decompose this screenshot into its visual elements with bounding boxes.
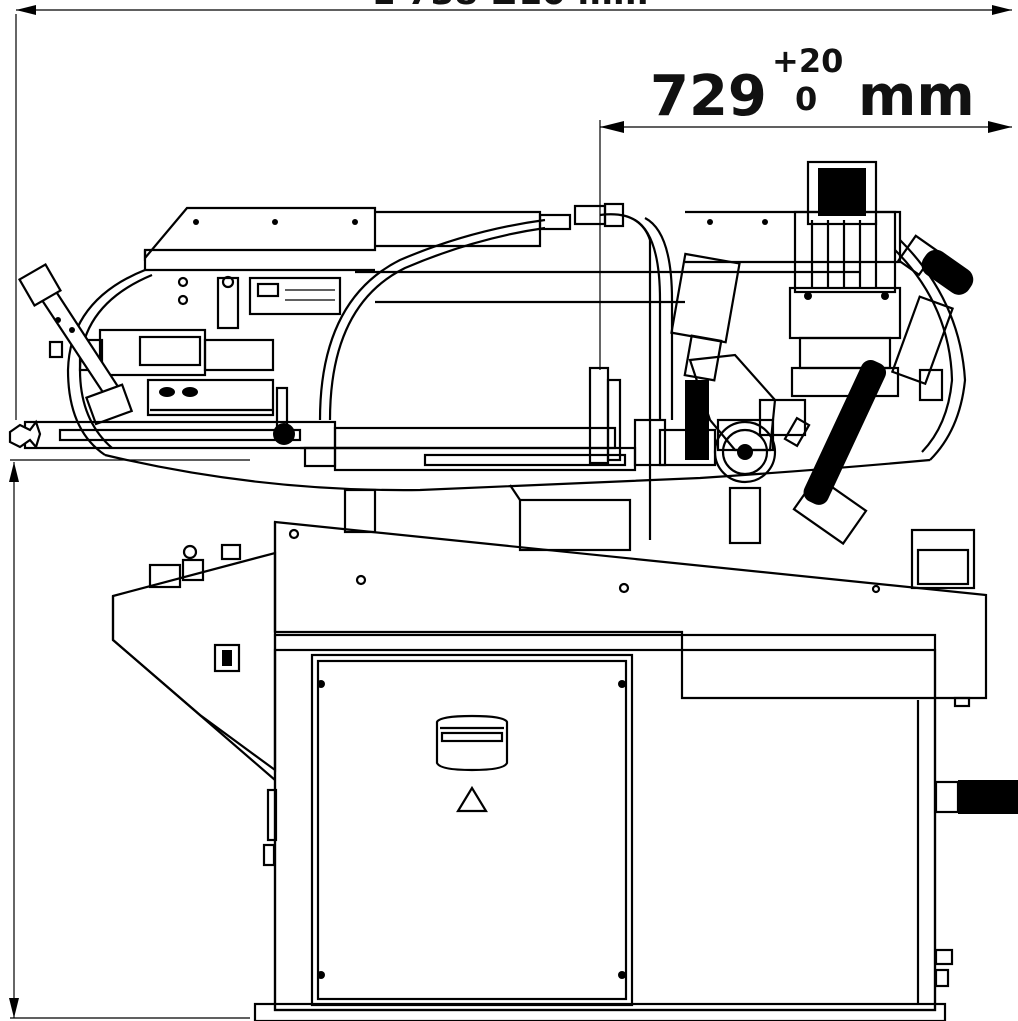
saw-head <box>66 206 967 492</box>
depth-dimension-value: 729 <box>650 64 767 129</box>
vice-handle-knob[interactable] <box>273 423 295 445</box>
right-blade-guide <box>633 398 811 545</box>
top-dimension-text: 1 738 ±10 mm <box>372 0 649 13</box>
side-hose <box>934 780 1018 988</box>
left-height-dimension <box>9 14 250 1019</box>
cutting-table <box>273 520 988 708</box>
depth-tolerance-upper: +20 <box>772 42 843 80</box>
base-cabinet <box>253 633 947 1021</box>
control-panel <box>111 543 278 867</box>
door-handle-icon <box>435 714 509 772</box>
depth-tolerance-lower: 0 <box>795 80 817 118</box>
central-column <box>343 484 632 552</box>
depth-dimension: 729 +20 0 mm <box>599 42 1012 370</box>
vice-star-knob[interactable] <box>8 419 42 450</box>
tilt-lever[interactable] <box>18 263 134 426</box>
warning-triangle-icon <box>456 785 488 813</box>
motor <box>788 160 902 398</box>
top-width-dimension: 1 738 ±10 mm <box>16 0 1012 15</box>
depth-dimension-unit: mm <box>858 64 975 129</box>
head-lift-handle[interactable] <box>897 234 978 300</box>
left-blade-guide <box>48 328 289 430</box>
chip-brush <box>792 295 955 546</box>
hydraulic-cylinder <box>670 252 777 460</box>
vice-bar <box>23 420 637 472</box>
coolant-hoses <box>318 202 674 540</box>
